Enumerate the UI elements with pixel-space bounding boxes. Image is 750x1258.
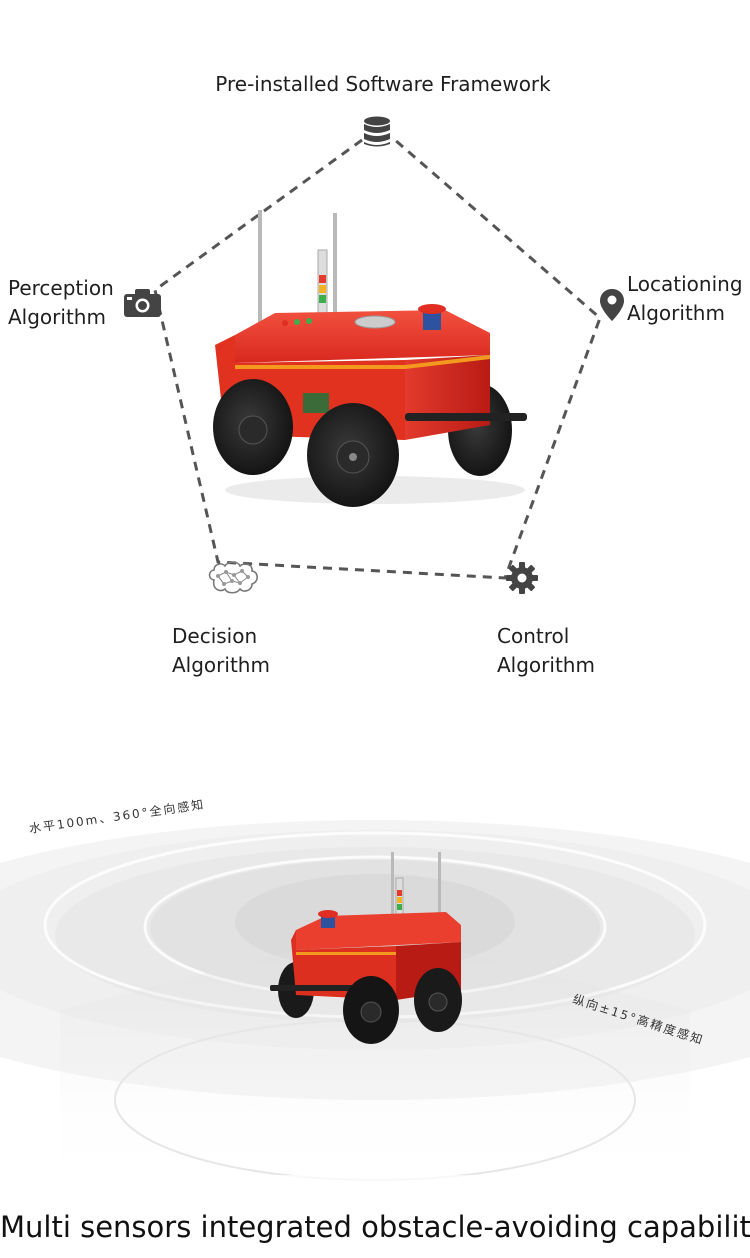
map-pin-icon	[600, 289, 624, 321]
camera-icon	[124, 289, 161, 317]
decision-line-2: Algorithm	[172, 653, 270, 677]
locationing-line-2: Algorithm	[627, 301, 725, 325]
pentagon-dashed-outline	[153, 138, 602, 580]
robot-sensing-image	[270, 852, 462, 1044]
gear-icon	[506, 562, 538, 594]
perception-label: Perception Algorithm	[8, 274, 114, 332]
locationing-label: Locationing Algorithm	[627, 270, 743, 328]
locationing-line-1: Locationing	[627, 272, 743, 296]
sensing-range-section: 水平100m、360°全向感知 纵向±15°高精度感知	[0, 780, 750, 1258]
perception-line-1: Perception	[8, 276, 114, 300]
perception-line-2: Algorithm	[8, 305, 106, 329]
decision-line-1: Decision	[172, 624, 258, 648]
software-framework-section: Pre-installed Software Framework Percept…	[8, 72, 743, 680]
brain-network-icon	[208, 561, 259, 594]
sensing-rings	[0, 820, 750, 1258]
database-icon	[364, 116, 390, 147]
control-line-1: Control	[497, 624, 570, 648]
robot-image	[213, 210, 527, 507]
decision-label: Decision Algorithm	[172, 622, 270, 680]
control-label: Control Algorithm	[497, 622, 595, 680]
control-line-2: Algorithm	[497, 653, 595, 677]
capability-caption: Multi sensors integrated obstacle-avoidi…	[0, 1210, 750, 1244]
framework-title: Pre-installed Software Framework	[215, 72, 551, 96]
